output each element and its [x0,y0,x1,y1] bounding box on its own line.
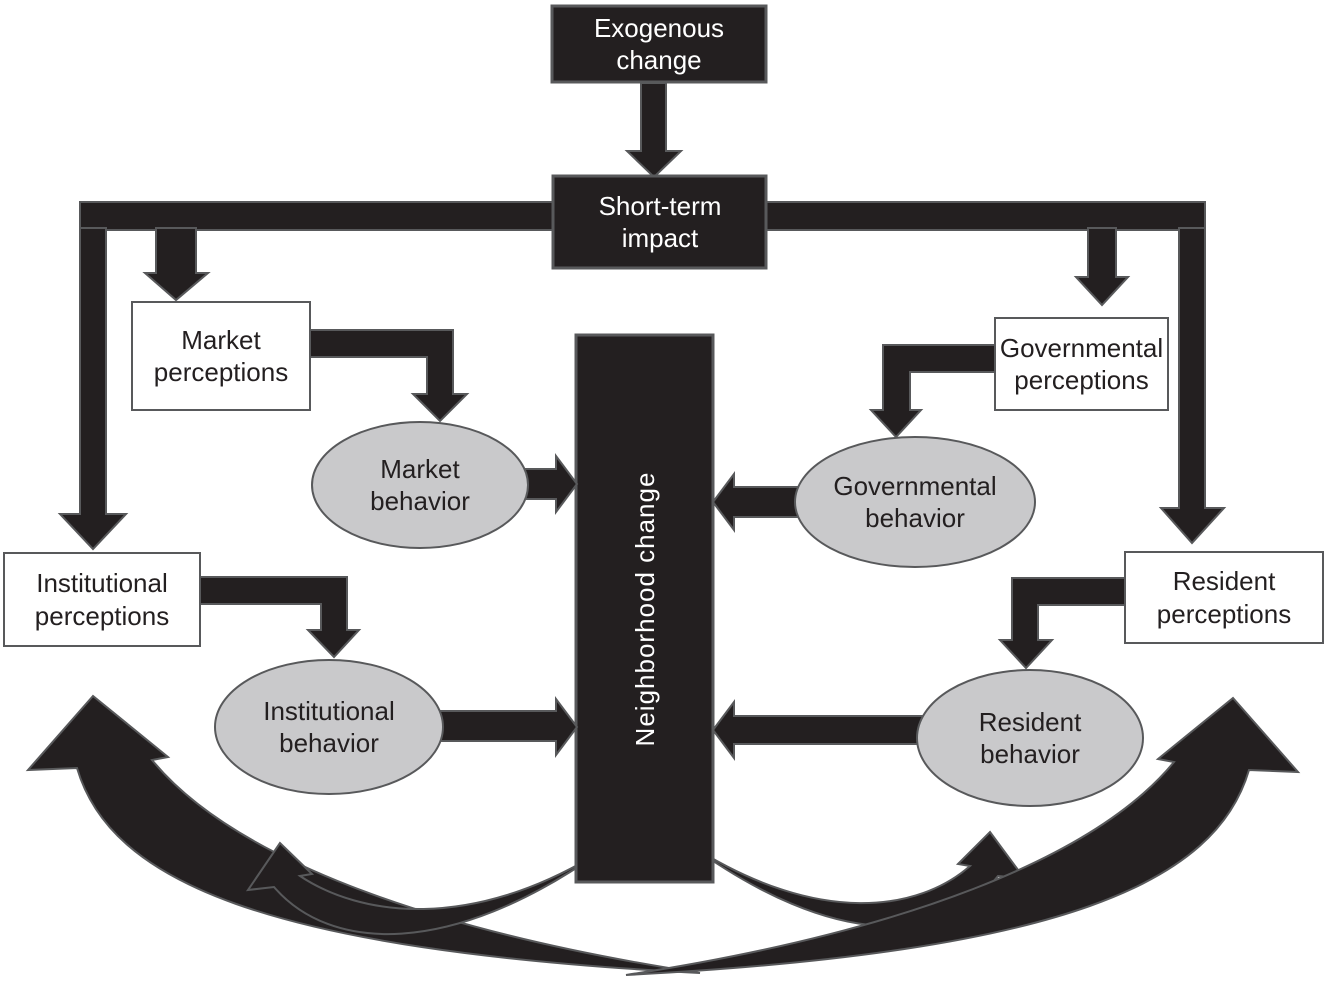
connector-left-band [79,201,555,231]
institutional-behavior-ellipse [214,659,444,795]
arrow-short-term-to-market-perceptions [142,227,211,302]
feedback-arrow-right-outer [625,696,1301,976]
arrow-institutional-perceptions-to-institutional-behavior [199,576,362,659]
arrow-governmental-behavior-to-neighborhood-change [711,471,801,533]
arrow-resident-behavior-to-neighborhood-change [711,699,926,761]
institutional-perceptions-label: Institutional perceptions [34,568,170,631]
institutional-perceptions-box [3,552,201,647]
arrow-institutional-behavior-to-neighborhood-change [429,696,579,758]
market-perceptions-box [131,301,311,411]
arrow-short-term-to-institutional-perceptions [57,227,129,551]
arrow-governmental-perceptions-to-governmental-behavior [868,344,996,439]
exogenous-change-label: Exogenous change [593,12,725,76]
market-behavior-label: Market behavior [370,453,470,517]
arrow-short-term-to-governmental-perceptions [1073,227,1131,307]
short-term-impact-label: Short-term impact [598,190,722,254]
short-term-impact-box [551,174,768,270]
governmental-perceptions-box [994,317,1169,411]
neighborhood-change-box [574,333,715,884]
exogenous-change-box [550,4,768,84]
arrow-resident-perceptions-to-resident-behavior [997,577,1126,670]
neighborhood-change-label: Neighborhood change [629,471,660,747]
resident-behavior-label: Resident behavior [978,706,1082,770]
governmental-behavior-label: Governmental behavior [833,470,997,534]
governmental-perceptions-label: Governmental perceptions [999,332,1164,396]
connector-right-band [764,201,1206,231]
arrow-exogenous-to-short-term [624,82,684,179]
market-behavior-ellipse [311,421,529,549]
institutional-behavior-label: Institutional behavior [263,695,395,759]
resident-perceptions-label: Resident perceptions [1156,566,1292,629]
market-perceptions-label: Market perceptions [153,324,289,388]
resident-behavior-ellipse [916,669,1144,807]
governmental-behavior-ellipse [794,436,1036,568]
arrow-short-term-to-resident-perceptions [1158,227,1227,545]
resident-perceptions-box [1124,551,1324,644]
arrow-market-perceptions-to-market-behavior [309,329,470,423]
